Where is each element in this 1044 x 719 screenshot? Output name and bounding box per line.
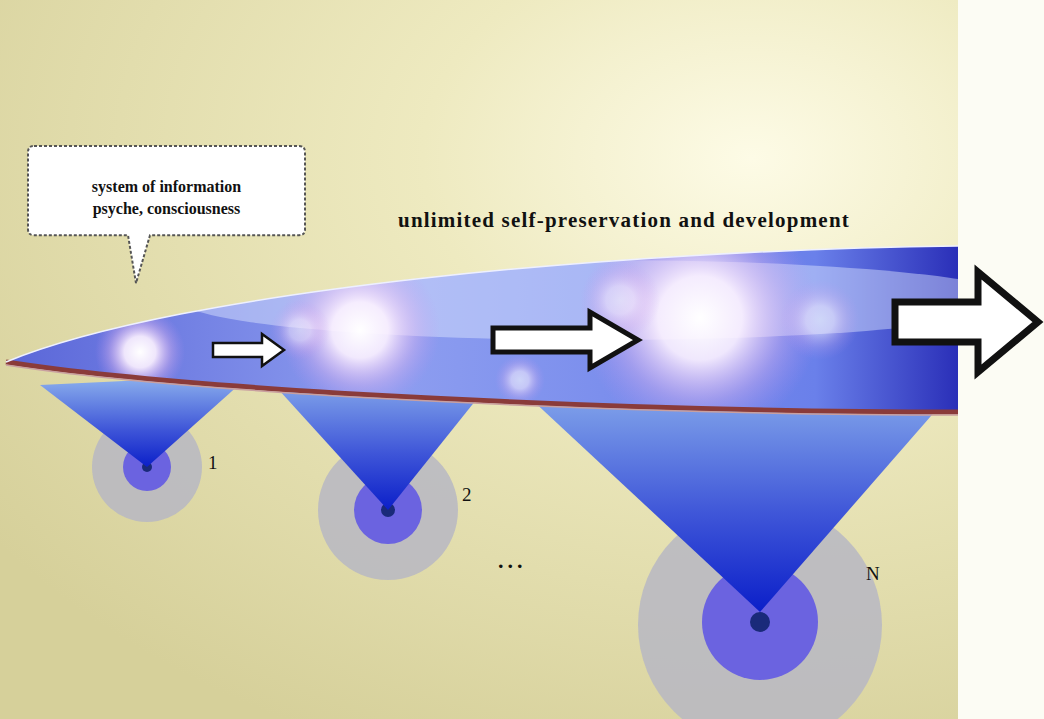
callout-number: 1 xyxy=(208,452,218,474)
right-margin xyxy=(958,0,1044,719)
bubble-shape xyxy=(28,146,305,283)
bubble-text: system of information psyche, consciousn… xyxy=(67,176,267,219)
speech-bubble: system of information psyche, consciousn… xyxy=(28,146,305,235)
progress-arrows xyxy=(213,272,1038,372)
ellipsis-label: ... xyxy=(498,548,527,574)
callout-number: N xyxy=(866,563,880,585)
callout-number: 2 xyxy=(462,484,472,506)
heading-label: unlimited self-preservation and developm… xyxy=(398,208,850,233)
